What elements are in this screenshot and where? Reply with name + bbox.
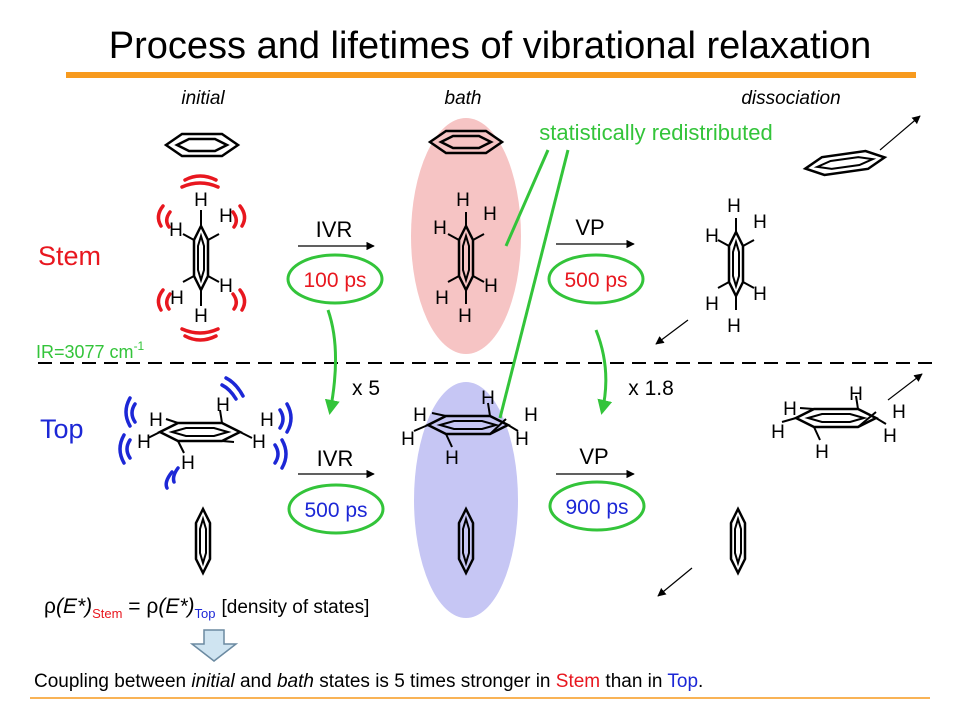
svg-text:H: H (169, 220, 183, 241)
benzene-stem-dissoc-top-view (802, 147, 888, 179)
ivr-time-top: 500 ps (304, 499, 367, 522)
benzene-stem-initial-edge: H H H H H H (169, 190, 233, 327)
benzene-stem-initial-top-view (164, 132, 240, 158)
svg-text:H: H (252, 432, 266, 453)
bath-ellipse-top (414, 382, 518, 618)
vibration-arcs-stem (156, 174, 247, 342)
svg-text:H: H (219, 276, 233, 297)
svg-text:H: H (170, 288, 184, 309)
row-label-top: Top (40, 414, 84, 444)
svg-text:H: H (456, 190, 470, 211)
svg-text:H: H (483, 204, 497, 225)
title-underline (66, 72, 916, 78)
svg-text:H: H (149, 410, 163, 431)
svg-text:H: H (815, 442, 829, 463)
benzene-top-dissoc-flat: H H H H H H (771, 384, 906, 463)
vp-time-stem: 500 ps (564, 269, 627, 292)
vp-time-ring-stem (547, 253, 645, 305)
svg-text:H: H (705, 226, 719, 247)
ivr-ratio-arrow (324, 309, 340, 415)
svg-text:H: H (515, 429, 529, 450)
page-title: Process and lifetimes of vibrational rel… (109, 25, 872, 67)
ivr-time-ring-top (287, 483, 385, 535)
svg-text:H: H (216, 395, 230, 416)
ivr-time-ring-stem (286, 253, 384, 305)
svg-text:H: H (892, 402, 906, 423)
svg-text:H: H (481, 388, 495, 409)
svg-text:H: H (783, 399, 797, 420)
ivr-time-stem: 100 ps (303, 269, 366, 292)
vibration-arcs-top (118, 376, 293, 490)
benzene-top-initial-edge (194, 507, 212, 575)
redistributed-pointer-top (498, 149, 570, 419)
svg-text:H: H (753, 284, 767, 305)
dissoc-arrow-stem-down (655, 319, 689, 345)
column-label-initial: initial (181, 88, 225, 109)
column-label-dissociation: dissociation (741, 88, 840, 109)
dissoc-arrow-top-up (887, 373, 923, 401)
ivr-ratio-factor: x 5 (352, 377, 380, 400)
vp-time-ring-top (548, 480, 646, 532)
svg-text:H: H (849, 384, 863, 405)
svg-text:H: H (445, 448, 459, 469)
svg-text:H: H (219, 206, 233, 227)
svg-text:H: H (194, 190, 208, 211)
svg-text:H: H (401, 429, 415, 450)
svg-text:H: H (883, 426, 897, 447)
benzene-top-bath-flat: H H H H H H (401, 388, 538, 469)
svg-text:H: H (727, 316, 741, 337)
benzene-top-dissoc-edge (729, 507, 747, 575)
svg-text:H: H (771, 422, 785, 443)
svg-text:H: H (137, 432, 151, 453)
vp-ratio-factor: x 1.8 (628, 377, 674, 400)
dissoc-arrow-stem-up (879, 115, 921, 151)
row-label-stem: Stem (38, 241, 101, 271)
svg-text:H: H (753, 212, 767, 233)
ir-label: IR=3077 cm-1 (36, 339, 145, 362)
benzene-stem-bath-edge: H H H H H H (433, 190, 498, 327)
vp-label-top: VP (579, 444, 608, 469)
conclusion-text: Coupling between initial and bath states… (34, 671, 703, 692)
svg-text:H: H (727, 196, 741, 217)
svg-text:H: H (260, 410, 274, 431)
svg-text:H: H (194, 306, 208, 327)
svg-text:H: H (413, 405, 427, 426)
density-of-states-formula: ρ(E*)Stem = ρ(E*)Top[density of states] (44, 595, 369, 621)
svg-text:H: H (458, 306, 472, 327)
svg-text:H: H (524, 405, 538, 426)
benzene-top-initial-flat: H H H H H H (137, 395, 274, 474)
column-label-bath: bath (445, 88, 482, 109)
dissoc-arrow-top-down (657, 567, 693, 597)
vp-label-stem: VP (575, 215, 604, 240)
svg-text:H: H (484, 276, 498, 297)
block-down-arrow (189, 629, 239, 662)
svg-text:H: H (705, 294, 719, 315)
svg-text:H: H (181, 453, 195, 474)
ivr-label-stem: IVR (316, 217, 353, 242)
vp-ratio-arrow (594, 329, 613, 415)
benzene-stem-dissoc-edge: H H H H H H (705, 196, 767, 337)
ivr-label-top: IVR (317, 446, 354, 471)
svg-text:H: H (433, 218, 447, 239)
redistributed-annotation: statistically redistributed (539, 120, 773, 145)
svg-text:H: H (435, 288, 449, 309)
vp-time-top: 900 ps (565, 496, 628, 519)
redistributed-pointer-stem (504, 149, 550, 247)
